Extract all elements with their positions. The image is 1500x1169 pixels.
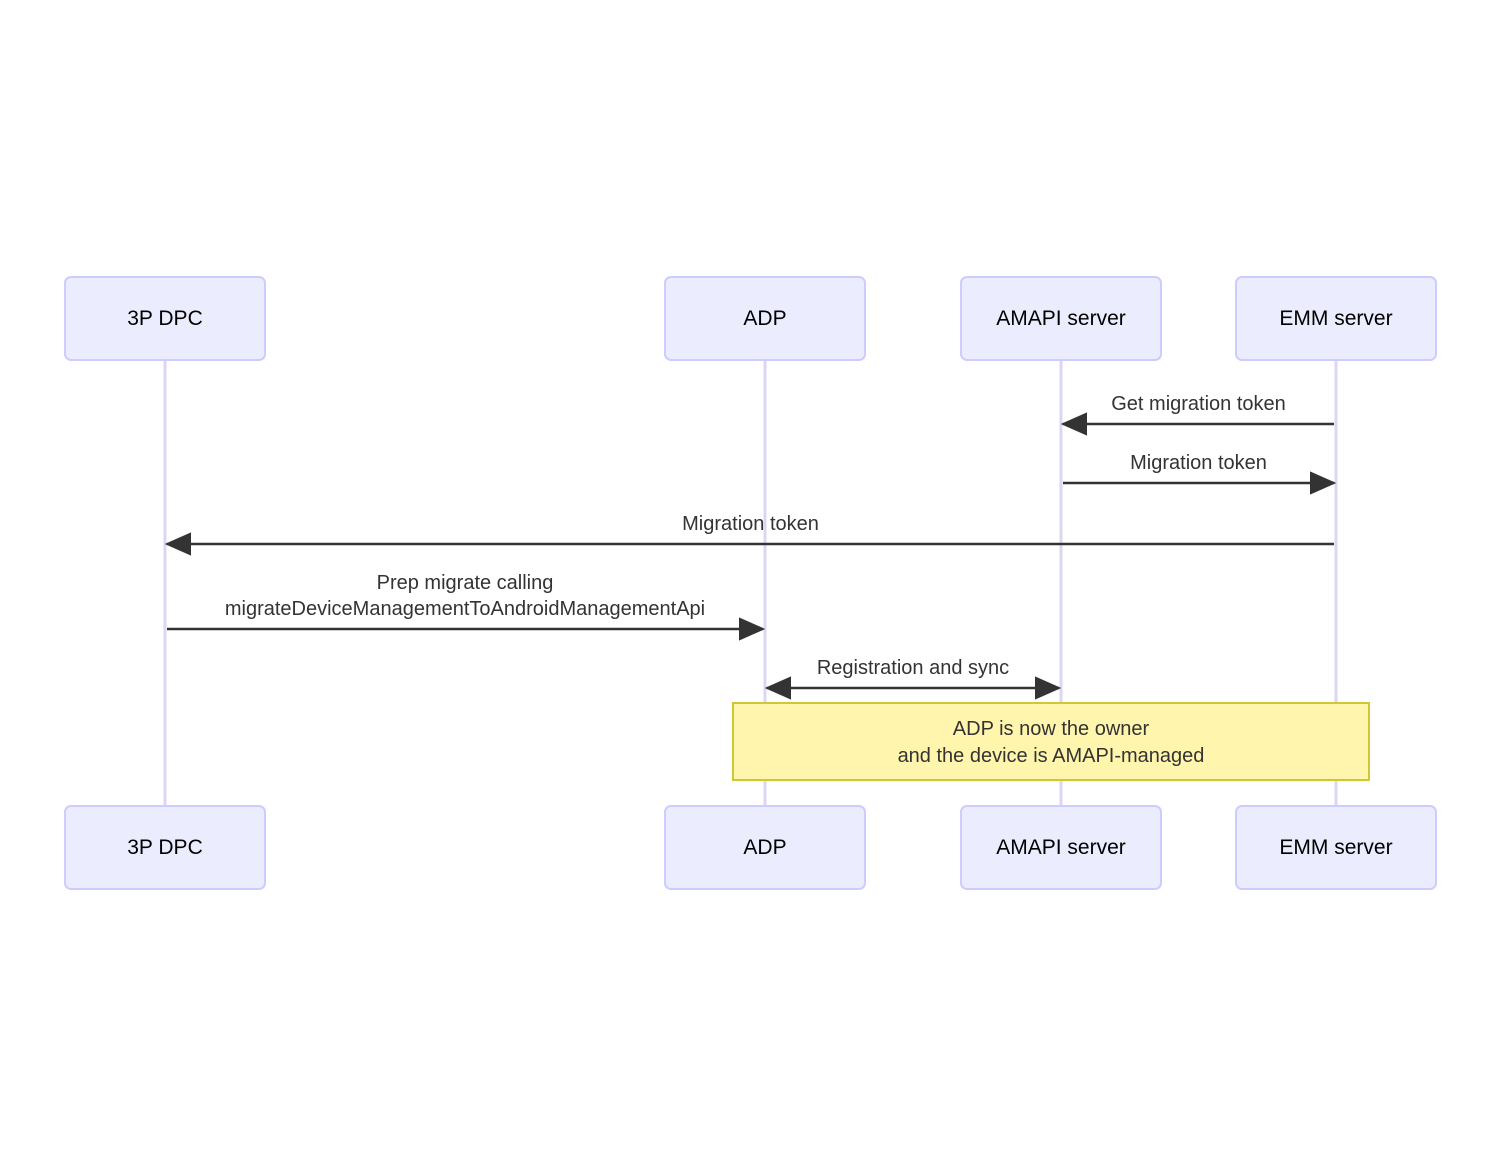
- participant-box-amapi-bottom[interactable]: [960, 805, 1162, 890]
- participant-dpc-bottom[interactable]: 3P DPC: [64, 805, 266, 890]
- participant-label-adp-bottom: ADP: [743, 836, 786, 859]
- participant-box-amapi-top[interactable]: [960, 276, 1162, 361]
- participant-box-adp-top[interactable]: [664, 276, 866, 361]
- participant-emm-top[interactable]: EMM server: [1235, 276, 1437, 361]
- message-label-m4-line1: migrateDeviceManagementToAndroidManageme…: [225, 598, 705, 620]
- participant-dpc-top[interactable]: 3P DPC: [64, 276, 266, 361]
- participant-box-dpc-top[interactable]: [64, 276, 266, 361]
- participant-box-adp-bottom[interactable]: [664, 805, 866, 890]
- bottom-participants-layer: 3P DPC ADP AMAPI server EMM server: [64, 805, 1437, 890]
- message-label-m4-line0: Prep migrate calling: [377, 572, 554, 594]
- top-participants-layer: 3P DPC ADP AMAPI server EMM server: [64, 276, 1437, 361]
- participant-box-dpc-bottom[interactable]: [64, 805, 266, 890]
- note-box-n1: [732, 702, 1370, 781]
- participant-amapi-top[interactable]: AMAPI server: [960, 276, 1162, 361]
- note-text-n1-line0: ADP is now the owner: [953, 718, 1150, 740]
- participant-label-adp-top: ADP: [743, 307, 786, 330]
- message-m4: Prep migrate calling migrateDeviceManagem…: [167, 572, 766, 641]
- note-n1: ADP is now the owner and the device is AM…: [732, 702, 1370, 781]
- note-text-n1-line1: and the device is AMAPI-managed: [898, 745, 1205, 767]
- participant-label-dpc-bottom: 3P DPC: [127, 836, 202, 859]
- participant-label-dpc-top: 3P DPC: [127, 307, 202, 330]
- message-label-m2-line0: Migration token: [1130, 452, 1267, 474]
- participant-adp-top[interactable]: ADP: [664, 276, 866, 361]
- message-m2: Migration token: [1063, 452, 1337, 495]
- participant-box-emm-top[interactable]: [1235, 276, 1437, 361]
- message-label-m1-line0: Get migration token: [1111, 393, 1286, 415]
- participant-emm-bottom[interactable]: EMM server: [1235, 805, 1437, 890]
- notes-layer: ADP is now the owner and the device is AM…: [732, 702, 1370, 781]
- message-m5: Registration and sync: [764, 657, 1062, 700]
- participant-label-emm-bottom: EMM server: [1279, 836, 1392, 859]
- message-label-m3-line0: Migration token: [682, 513, 819, 535]
- message-m1: Get migration token: [1060, 393, 1334, 436]
- participant-label-amapi-top: AMAPI server: [996, 307, 1126, 330]
- message-label-m5-line0: Registration and sync: [817, 657, 1009, 679]
- message-m3: Migration token: [164, 513, 1334, 556]
- participant-label-amapi-bottom: AMAPI server: [996, 836, 1126, 859]
- participant-adp-bottom[interactable]: ADP: [664, 805, 866, 890]
- participant-label-emm-top: EMM server: [1279, 307, 1392, 330]
- participant-box-emm-bottom[interactable]: [1235, 805, 1437, 890]
- participant-amapi-bottom[interactable]: AMAPI server: [960, 805, 1162, 890]
